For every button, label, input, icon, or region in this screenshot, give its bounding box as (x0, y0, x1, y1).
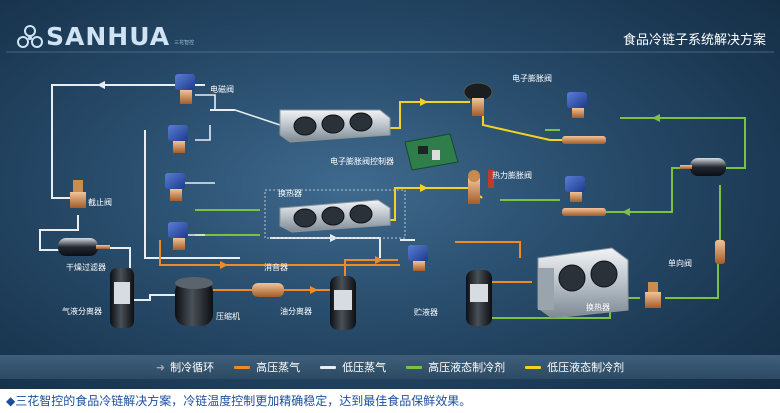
legend-item: 高压蒸气 (234, 359, 300, 375)
oil-separator (330, 276, 356, 330)
high-pressure-vapour-lines (159, 240, 532, 291)
label-muffler: 消音器 (264, 263, 288, 272)
legend-label: 低压液态制冷剂 (547, 361, 625, 374)
label-heat-exchanger-condenser: 换热器 (586, 303, 610, 312)
valve-chain-lines (185, 94, 281, 236)
label-stop-valve: 截止阀 (88, 198, 112, 207)
electronic-expansion-valve (463, 82, 493, 116)
legend-item: 低压蒸气 (320, 359, 386, 375)
sanhua-logo-icon (17, 25, 43, 48)
brand-sub: 三花智控 (174, 40, 195, 46)
brand-block: SANHUA 三花智控 (16, 22, 194, 51)
evaporator-zone-outline (264, 189, 406, 239)
label-eev-controller: 电子膨胀阀控制器 (330, 157, 394, 166)
muffler (252, 283, 284, 297)
legend-item: 低压液态制冷剂 (525, 359, 624, 375)
arrow-icon: ➜ (155, 360, 166, 374)
flow-arrows-yellow (420, 98, 428, 192)
label-heat-exchanger: 换热器 (278, 189, 302, 198)
legend-swatch (525, 365, 542, 369)
solenoid-valve-1 (175, 74, 195, 104)
label-solenoid-valve: 电磁阀 (210, 85, 234, 94)
page-title: 食品冷链子系统解决方案 (622, 33, 766, 48)
flow-arrows-orange (220, 256, 383, 294)
receiver (466, 270, 492, 326)
drier-filter-right (680, 158, 726, 176)
label-compressor: 压缩机 (216, 312, 240, 321)
label-receiver: 贮液器 (414, 308, 438, 317)
solenoid-valve-5 (567, 92, 587, 118)
compressor (175, 277, 213, 326)
flow-arrows-white (97, 81, 338, 242)
drier-filter-left (58, 238, 110, 256)
label-oil-separator: 油分离器 (280, 307, 312, 316)
evaporator-bottom (279, 199, 391, 233)
brand-name: SANHUA (46, 22, 171, 51)
legend-swatch (234, 365, 251, 369)
label-drier-filter: 干燥过滤器 (66, 263, 106, 272)
legend-swatch (406, 365, 423, 369)
solenoid-valve-6 (565, 176, 585, 202)
condenser-unit (537, 247, 629, 319)
legend-item: 高压液态制冷剂 (406, 359, 505, 375)
evaporator-top (279, 109, 391, 143)
solenoid-valve-3 (165, 173, 185, 201)
solenoid-valve-7 (408, 245, 428, 271)
stop-valve-left (70, 180, 86, 208)
legend-label: 高压液态制冷剂 (428, 361, 506, 374)
label-check-valve: 单向阀 (668, 259, 692, 268)
label-thermal-expansion-valve: 热力膨胀阀 (492, 171, 532, 180)
legend-item: ➜ 制冷循环 (156, 359, 214, 375)
legend-label: 制冷循环 (170, 361, 215, 374)
solenoid-valve-4 (168, 222, 188, 250)
legend-bar: ➜ 制冷循环 高压蒸气 低压蒸气 高压液态制冷剂 低压液态制冷剂 (0, 355, 780, 379)
label-electronic-expansion-valve: 电子膨胀阀 (512, 74, 552, 83)
stop-valve-right (645, 282, 661, 308)
gas-liquid-separator (110, 268, 134, 328)
check-valve (715, 240, 725, 264)
legend-label: 低压蒸气 (342, 361, 387, 374)
sight-glass-lower (562, 208, 606, 216)
footer-caption: ◆三花智控的食品冷链解决方案，冷链温度控制更加精确稳定，达到最佳食品保鲜效果。 (0, 389, 780, 413)
sight-glass-upper (562, 136, 606, 144)
label-gas-liquid-separator: 气液分离器 (62, 307, 102, 316)
legend-label: 高压蒸气 (256, 361, 301, 374)
legend-swatch (320, 365, 337, 369)
solenoid-valve-2 (168, 125, 188, 153)
thermal-expansion-valve (468, 170, 494, 204)
eev-controller-board (404, 133, 459, 171)
